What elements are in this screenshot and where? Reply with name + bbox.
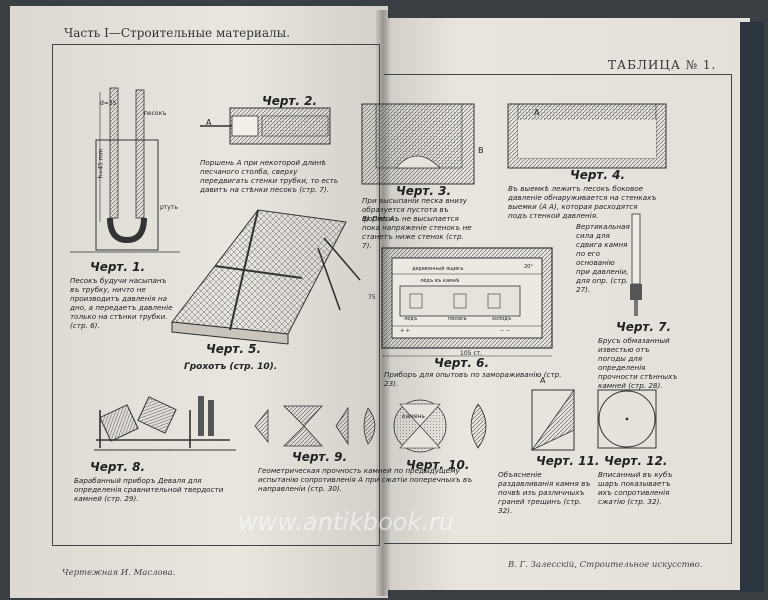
fig4-drawing [507,103,667,169]
left-page-header: Часть I—Строительные материалы. [64,26,291,40]
fig11-drawing [530,388,575,452]
fig4-title: Черт. 4. [570,168,626,182]
fig8-caption: Барабанный приборъ Деваля для определені… [74,476,224,503]
fig9-fig10-shapes [254,399,487,453]
fig11-title: Черт. 11. [536,454,600,468]
book-cover-edge [740,22,764,592]
fig7-title: Черт. 7. [616,320,672,334]
fig1-title: Черт. 1. [90,260,146,274]
left-drawing-frame [52,44,380,546]
label-b-fig3: В [478,146,484,155]
fig8-title: Черт. 8. [90,460,146,474]
fig12-drawing [597,389,657,449]
fig3-title: Черт. 3. [396,184,452,198]
label-a-fig4: А [534,108,540,117]
fig3-caption: При высыпаніи песка внизу образуется пус… [362,196,468,223]
fig5-caption: Грохотъ (стр. 10). [184,362,278,372]
fig9-title: Черт. 9. [292,450,348,464]
fig2-caption: Поршень А при некоторой длинѣ песчаного … [200,158,339,194]
label-ice: ледъ [404,316,418,322]
fig6-freezing-apparatus [381,247,553,357]
right-drawing-frame [384,74,732,544]
fig11-caption: Объясненіе раздавливанія камня въ почвѣ … [498,470,591,515]
label-pesok: песокъ [144,110,167,117]
label-dim75: 75 [368,294,376,301]
label-box-mid: лёдъ въ камнѣ [420,278,460,284]
label-sand: песокъ [448,316,467,322]
fig4-caption: Въ выемкѣ лежитъ песокъ боковое давленіе… [508,184,657,220]
label-rtut: ртуть [160,204,178,211]
fig10-title: Черт. 10. [406,458,470,472]
label-d35: d=35 [100,100,117,107]
fig2-title: Черт. 2. [262,94,318,108]
right-page-header: ТАБЛИЦА № 1. [608,58,717,72]
fig5-sieve-drawing [171,209,361,345]
fig5-title: Черт. 5. [206,342,262,356]
label-cold: холодъ [492,316,512,322]
fig6-title: Черт. 6. [434,356,490,370]
label-temp: 20° [524,264,533,270]
fig7-caption: Брусъ обмазанный известью отъ погоды для… [598,336,678,390]
label-a-fig2: А [206,118,212,127]
label-minus: − − [500,328,510,334]
label-h45: h=45 mm [97,148,105,179]
fig9-caption: Геометрическая прочность камней по преды… [258,466,473,493]
label-box-top: деревянный ящикъ [412,266,464,272]
fig3b-caption: В) Песокъ не высыпается пока напряженіе … [362,214,472,250]
fig8-deval-drum-drawing [94,396,236,451]
fig7-note: Вертикальная сила для сдвига камня по ег… [576,222,630,294]
fig6-caption: Приборъ для опытовъ по замораживанію (ст… [384,370,562,388]
fig3-drawing [361,103,475,185]
left-footer: Чертежная И. Маслова. [62,568,176,578]
label-a-fig11: А [540,376,546,385]
fig2-piston-drawing [200,107,331,145]
watermark: www.antikbook.ru [238,508,455,536]
label-plus: + + [400,328,410,334]
label-dim105: 105 ст. [460,350,483,357]
fig1-utube-drawing [70,87,180,253]
fig12-title: Черт. 12. [604,454,668,468]
fig10-label: камень [402,413,425,420]
fig12-caption: Вписанный въ кубъ шаръ показываетъ ихъ с… [598,470,673,506]
fig1-caption: Песокъ будучи насыпанъ въ трубку, ничто … [70,276,173,330]
right-footer: В. Г. Залесскій, Строительное искусство. [508,560,703,570]
fig7-column-drawing [630,213,642,316]
